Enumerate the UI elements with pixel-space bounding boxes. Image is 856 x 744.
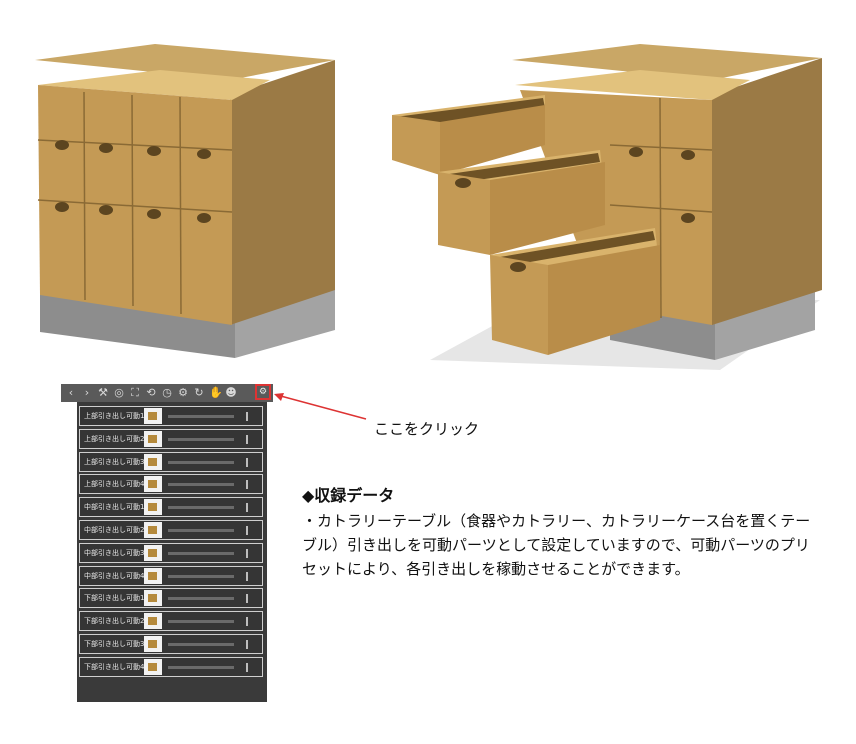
- preset-label: 下部引き出し可動4: [84, 662, 145, 671]
- preset-slider[interactable]: [168, 551, 234, 555]
- chevron-left-icon[interactable]: ‹: [68, 386, 74, 399]
- slider-handle[interactable]: [246, 434, 248, 444]
- preset-slider[interactable]: [168, 506, 234, 510]
- preset-row[interactable]: 下部引き出し可動2: [79, 611, 263, 632]
- chevron-right-icon[interactable]: ›: [84, 386, 90, 399]
- preset-slider[interactable]: [168, 643, 234, 646]
- preset-label: 上部引き出し可動1: [84, 412, 145, 420]
- movable-parts-preset-panel: 上部引き出し可動1 上部引き出し可動2 上部引き出し可動3 上部引き出し可動4 中部引き…: [77, 402, 267, 702]
- drawer-thumbnail-icon: [144, 430, 162, 447]
- drawer-thumbnail-icon: [144, 636, 162, 652]
- callout-text: ここをクリック: [374, 420, 480, 438]
- wrench-icon[interactable]: ⚒: [98, 386, 108, 399]
- preset-slider[interactable]: [168, 437, 234, 441]
- slider-handle[interactable]: [246, 457, 248, 467]
- preset-label: 下部引き出し可動1: [84, 594, 145, 603]
- rotate-icon[interactable]: ⟲: [146, 386, 156, 399]
- preset-slider[interactable]: [168, 415, 234, 418]
- drawer-thumbnail-icon: [144, 613, 162, 630]
- slider-handle[interactable]: [246, 662, 248, 672]
- gear-icon[interactable]: ⚙: [178, 386, 188, 399]
- preset-label: 中部引き出し可動4: [84, 571, 145, 580]
- clock-icon[interactable]: ◷: [162, 386, 172, 399]
- preset-label: 中部引き出し可動2: [84, 526, 145, 534]
- cabinet-open-drawers-render: [392, 44, 822, 370]
- preset-row[interactable]: 下部引き出し可動4: [79, 656, 263, 677]
- drawer-thumbnail-icon: [144, 658, 162, 675]
- preset-row[interactable]: 中部引き出し可動1: [79, 497, 263, 518]
- drawer-thumbnail-icon: [144, 453, 162, 470]
- head-icon[interactable]: ☻: [225, 386, 237, 399]
- hand-icon[interactable]: ✋: [209, 386, 223, 399]
- preset-slider[interactable]: [168, 483, 234, 487]
- preset-slider[interactable]: [168, 665, 234, 669]
- preset-label: 中部引き出し可動3: [84, 548, 145, 557]
- drawer-thumbnail-icon: [144, 590, 162, 607]
- slider-handle[interactable]: [246, 571, 248, 581]
- preset-label: 中部引き出し可動1: [84, 503, 145, 512]
- slider-handle[interactable]: [246, 526, 248, 535]
- slider-handle[interactable]: [246, 594, 248, 604]
- preset-slider[interactable]: [168, 597, 234, 601]
- renders-area: [35, 44, 822, 370]
- description: ◆収録データ ・カトラリーテーブル（食器やカトラリー、カトラリーケース台を置くテ…: [302, 485, 822, 581]
- preset-toolbar: ‹ › ⚒ ◎ ⛶ ⟲ ◷ ⚙ ↻ ✋ ☻ ⚙: [61, 384, 273, 402]
- drawer-thumbnail-icon: [144, 408, 162, 424]
- preset-label: 下部引き出し可動3: [84, 640, 145, 648]
- slider-handle[interactable]: [246, 617, 248, 627]
- preset-icon[interactable]: ⚙: [255, 384, 271, 400]
- slider-handle[interactable]: [246, 503, 248, 513]
- preset-row[interactable]: 上部引き出し可動4: [79, 474, 263, 495]
- preset-slider[interactable]: [168, 529, 234, 532]
- description-body: ・カトラリーテーブル（食器やカトラリー、カトラリーケース台を置くテーブル）引き出…: [302, 512, 811, 578]
- preset-slider[interactable]: [168, 574, 234, 578]
- slider-handle[interactable]: [246, 548, 248, 558]
- preset-row[interactable]: 中部引き出し可動3: [79, 542, 263, 563]
- fit-icon[interactable]: ⛶: [131, 386, 139, 399]
- drawer-thumbnail-icon: [144, 476, 162, 493]
- slider-handle[interactable]: [246, 480, 248, 490]
- preset-label: 上部引き出し可動3: [84, 457, 145, 466]
- refresh-icon[interactable]: ↻: [194, 386, 204, 399]
- drawer-thumbnail-icon: [144, 544, 162, 561]
- description-title: ◆収録データ: [302, 486, 395, 505]
- slider-handle[interactable]: [246, 640, 248, 649]
- cabinet-closed-render: [35, 44, 335, 358]
- preset-row[interactable]: 中部引き出し可動2: [79, 520, 263, 540]
- preset-slider[interactable]: [168, 620, 234, 624]
- preset-row[interactable]: 上部引き出し可動2: [79, 428, 263, 449]
- slider-handle[interactable]: [246, 412, 248, 421]
- preset-row[interactable]: 中部引き出し可動4: [79, 565, 263, 586]
- preset-label: 下部引き出し可動2: [84, 617, 145, 626]
- preset-slider[interactable]: [168, 460, 234, 464]
- preset-row[interactable]: 下部引き出し可動1: [79, 588, 263, 609]
- preset-label: 上部引き出し可動4: [84, 480, 145, 489]
- cabinet-renders: [35, 44, 822, 370]
- preset-label: 上部引き出し可動2: [84, 434, 145, 443]
- preset-row[interactable]: 下部引き出し可動3: [79, 634, 263, 654]
- preset-row[interactable]: 上部引き出し可動3: [79, 451, 263, 472]
- drawer-thumbnail-icon: [144, 522, 162, 538]
- preset-row[interactable]: 上部引き出し可動1: [79, 406, 263, 426]
- drawer-thumbnail-icon: [144, 499, 162, 516]
- camera-icon[interactable]: ◎: [114, 386, 124, 399]
- drawer-thumbnail-icon: [144, 567, 162, 584]
